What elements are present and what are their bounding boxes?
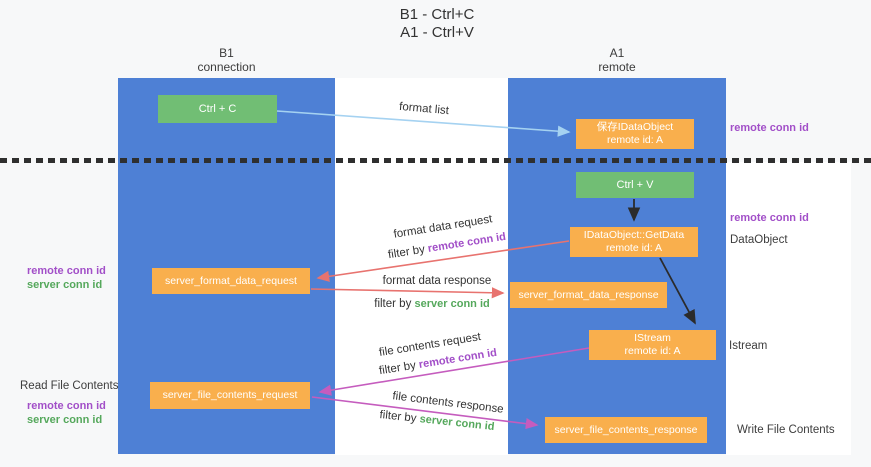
save-idataobject-line1: 保存IDataObject <box>596 121 674 133</box>
remote-conn-id-label-mid-right: remote conn id <box>730 212 809 224</box>
copy-paste-separator-line <box>0 158 871 163</box>
getdata-line1: IDataObject::GetData <box>583 229 685 241</box>
save-idataobject-line2: remote id: A <box>606 134 664 146</box>
format-data-response-filter-label: filter by server conn id <box>362 298 502 310</box>
server-file-contents-request-label: server_file_contents_request <box>162 389 298 401</box>
server-format-data-response-box: server_format_data_response <box>510 282 667 308</box>
getdata-line2: remote id: A <box>605 242 663 254</box>
right-column-name: A1 <box>609 46 625 60</box>
right-column-role: remote <box>598 60 636 74</box>
istream-line2: remote id: A <box>624 345 681 357</box>
remote-conn-id-label-bottom-left: remote conn id <box>27 400 106 412</box>
filter-by-text: filter by <box>374 298 412 310</box>
format-data-response-label: format data response <box>382 275 492 287</box>
write-file-contents-label: Write File Contents <box>737 424 835 436</box>
server-file-contents-response-box: server_file_contents_response <box>545 417 707 443</box>
server-file-contents-response-label: server_file_contents_response <box>554 423 698 436</box>
remote-conn-id-label-top-right: remote conn id <box>730 122 809 134</box>
ctrl-c-label: Ctrl + C <box>198 103 237 115</box>
server-conn-id-label-mid-left: server conn id <box>27 279 103 291</box>
istream-box: IStream remote id: A <box>589 330 716 360</box>
idataobject-getdata-box: IDataObject::GetData remote id: A <box>570 227 698 257</box>
save-idataobject-box: 保存IDataObject remote id: A <box>576 119 694 149</box>
server-file-contents-request-box: server_file_contents_request <box>150 382 310 409</box>
left-column-role: connection <box>197 60 256 74</box>
dataobject-label: DataObject <box>730 234 788 246</box>
diagram-title: B1 - Ctrl+C A1 - Ctrl+V <box>337 6 537 42</box>
server-format-data-request-box: server_format_data_request <box>152 268 310 294</box>
read-file-contents-label: Read File Contents <box>20 380 119 392</box>
title-line-1: B1 - Ctrl+C <box>399 6 475 23</box>
left-column-name: B1 <box>219 46 234 60</box>
server-conn-id-label-bottom-left: server conn id <box>27 414 103 426</box>
right-column-header: A1 remote <box>508 46 726 74</box>
remote-conn-id-label-mid-left: remote conn id <box>27 265 106 277</box>
istream-side-label: Istream <box>729 340 768 352</box>
ctrl-c-box: Ctrl + C <box>158 95 277 123</box>
ctrl-v-box: Ctrl + V <box>576 172 694 198</box>
server-format-data-request-label: server_format_data_request <box>165 274 297 287</box>
title-line-2: A1 - Ctrl+V <box>400 24 474 41</box>
server-conn-id-text: server conn id <box>414 298 490 310</box>
server-format-data-response-label: server_format_data_response <box>518 288 659 301</box>
left-column-header: B1 connection <box>118 46 335 74</box>
ctrl-v-label: Ctrl + V <box>616 179 654 191</box>
istream-line1: IStream <box>634 332 671 344</box>
right-label-background <box>726 162 851 455</box>
